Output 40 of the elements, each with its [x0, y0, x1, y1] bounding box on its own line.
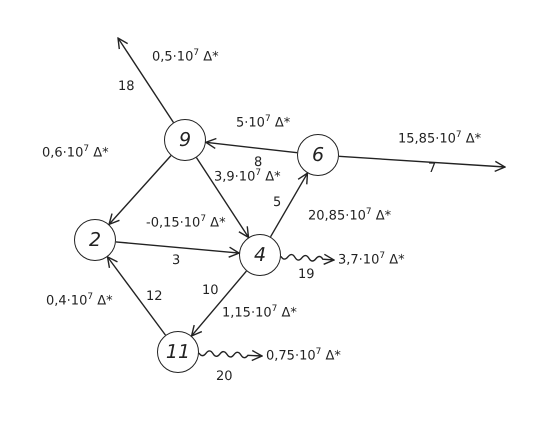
- node-circle: [164, 119, 206, 161]
- arrow: [116, 241, 240, 258]
- flow-value-label: 0,75·10$^{7}$ Δ*: [266, 348, 341, 364]
- flow-value-label: 20,85·10$^{7}$ Δ*: [308, 207, 392, 224]
- node-number: 11: [166, 342, 190, 362]
- flow-value-label: 3,7·10$^{7}$ Δ*: [338, 252, 405, 268]
- flow-value-label: 15,85·10$^{7}$ Δ*: [398, 130, 482, 147]
- flow-value-label: 1,15·10$^{7}$ Δ*: [222, 304, 297, 321]
- node-circle: [297, 134, 339, 176]
- edge-label: 19: [298, 268, 315, 281]
- edge-label: 18: [118, 80, 135, 93]
- node-circle: [239, 234, 281, 276]
- node-number: 6: [312, 146, 324, 164]
- node-number: 2: [88, 230, 102, 250]
- node-circle: [74, 219, 116, 261]
- arrow: [106, 256, 166, 336]
- arrow: [270, 172, 308, 238]
- node-number: 9: [178, 130, 192, 150]
- flow-value-label: 0,5·10$^{7}$ Δ*: [152, 48, 219, 65]
- node-number: 4: [254, 246, 266, 264]
- edge-label: 3: [172, 254, 180, 267]
- flow-value-label: 0,6·10$^{7}$ Δ*: [42, 144, 109, 161]
- edge-label: 12: [146, 290, 163, 303]
- arrow: [205, 138, 298, 154]
- edge-label: 10: [202, 284, 219, 297]
- wavy-arrow: [198, 350, 263, 362]
- arrow: [108, 155, 172, 226]
- arrow: [196, 157, 250, 238]
- flow-value-label: 0,4·10$^{7}$ Δ*: [46, 292, 113, 309]
- node-circle: [157, 331, 199, 373]
- edge-label: 20: [216, 370, 233, 383]
- flow-value-label: 3,9·10$^{7}$ Δ*: [214, 168, 281, 185]
- arrow: [338, 156, 506, 172]
- edge-label: 8: [254, 156, 262, 169]
- flow-value-label: 5·10$^{7}$ Δ*: [236, 114, 290, 131]
- arrow: [190, 270, 247, 337]
- arrow: [117, 37, 174, 123]
- wavy-arrow: [280, 254, 335, 265]
- edge-label: 5: [273, 196, 282, 209]
- flow-value-label: -0,15·10$^{7}$ Δ*: [146, 214, 226, 231]
